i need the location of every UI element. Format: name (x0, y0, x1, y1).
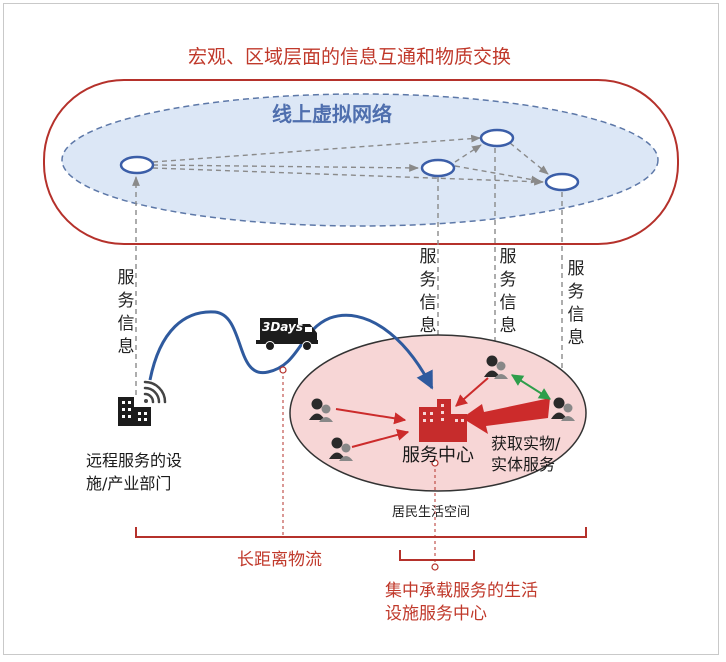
network-node-1 (119, 155, 155, 175)
hub-bracket (399, 550, 475, 561)
living-space-label: 居民生活空间 (392, 505, 471, 520)
resident-exchange-arrow (510, 374, 552, 400)
diagram-title: 宏观、区域层面的信息互通和物质交换 (188, 46, 512, 68)
leader-dot-1 (279, 366, 287, 374)
obtain-service-label-line1: 获取实物/ (491, 434, 561, 453)
network-node-2 (420, 158, 456, 178)
obtain-service-arrow (462, 398, 550, 434)
network-links (152, 134, 549, 186)
resident-icon-4 (551, 397, 575, 421)
service-info-label-center: 服务信息 (419, 247, 437, 336)
service-info-label-left: 服务信息 (117, 268, 135, 357)
service-info-label-right: 服务信息 (567, 259, 585, 348)
truck-days-label: 3Days (262, 320, 304, 334)
truck-icon (256, 318, 318, 351)
figure-frame (3, 3, 719, 655)
network-node-4 (544, 172, 580, 192)
service-center-building-icon (419, 399, 467, 442)
leader-dot-2 (431, 459, 439, 467)
leader-lines (282, 370, 436, 565)
network-node-3 (479, 128, 515, 148)
long-logistics-bracket (135, 527, 587, 538)
resident-icon-2 (329, 437, 353, 461)
leader-dot-3 (431, 563, 439, 571)
resident-arrows (335, 377, 489, 448)
remote-facility-label-line2: 施/产业部门 (86, 474, 172, 493)
remote-building-icon (118, 397, 151, 426)
hub-label-line2: 设施服务中心 (385, 604, 487, 624)
virtual-network-label: 线上虚拟网络 (272, 102, 392, 126)
obtain-service-label-line2: 实体服务 (491, 455, 556, 474)
hub-label-line1: 集中承载服务的生活 (385, 581, 538, 601)
wifi-icon (143, 380, 167, 404)
service-info-label-mid: 服务信息 (499, 247, 517, 336)
logistics-curve (148, 310, 434, 390)
service-center-label: 服务中心 (402, 445, 474, 466)
long-logistics-label: 长距离物流 (237, 550, 322, 570)
resident-icon-3 (484, 355, 508, 379)
remote-facility-label-line1: 远程服务的设 (86, 451, 183, 470)
virtual-network-ellipse (61, 93, 659, 227)
resident-icon-1 (309, 398, 333, 422)
